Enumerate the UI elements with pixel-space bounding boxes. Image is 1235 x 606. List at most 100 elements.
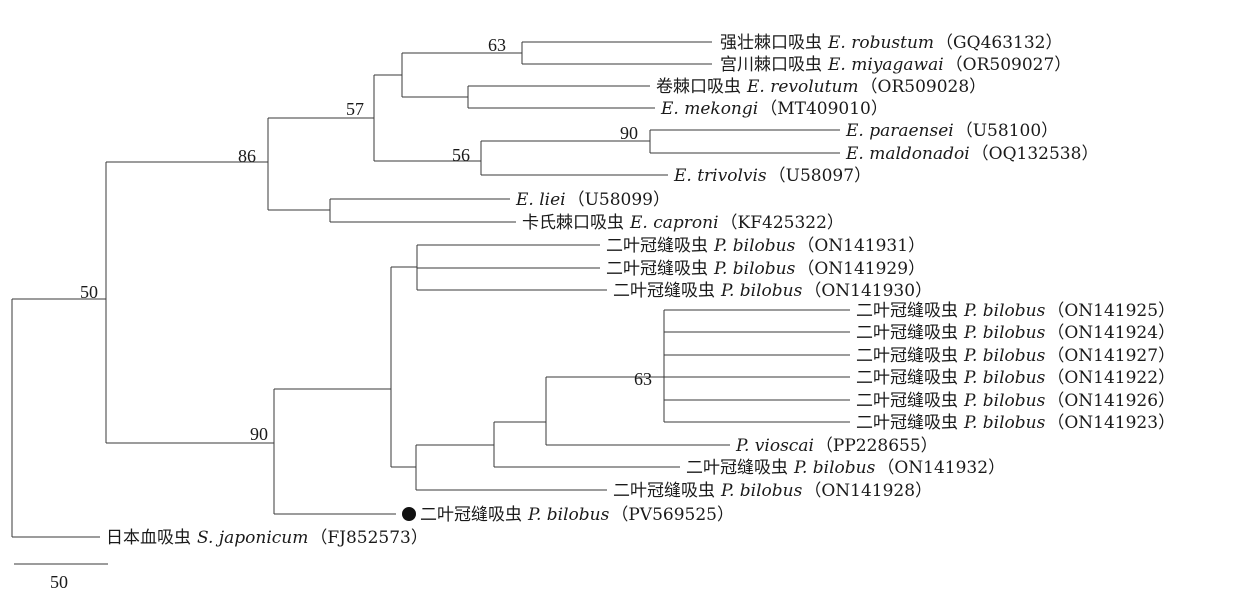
- taxon-chinese-name: 二叶冠缝吸虫: [613, 281, 715, 301]
- taxon-accession: （ON141924）: [1047, 323, 1175, 343]
- taxon-chinese-name: 二叶冠缝吸虫: [856, 391, 958, 411]
- taxon-accession: （U58097）: [769, 166, 871, 186]
- support-value: 63: [634, 369, 652, 389]
- taxon-species-name: P. bilobus: [793, 458, 876, 478]
- taxon-accession: （ON141922）: [1047, 368, 1175, 388]
- taxon-chinese-name: 强壮棘口吸虫: [720, 33, 822, 53]
- taxon-accession: （ON141923）: [1047, 413, 1175, 433]
- taxon-species-name: P. bilobus: [713, 236, 796, 256]
- taxon-species-name: E. revolutum: [746, 77, 859, 97]
- support-value: 63: [488, 35, 506, 55]
- taxon-accession: （U58100）: [956, 121, 1058, 141]
- taxon-species-name: P. bilobus: [527, 505, 610, 525]
- support-value: 90: [250, 424, 268, 444]
- taxon-species-name: P. bilobus: [963, 301, 1046, 321]
- taxon-species-name: P. bilobus: [963, 346, 1046, 366]
- taxon-species-name: E. miyagawai: [827, 55, 944, 75]
- taxon-accession: （FJ852573）: [310, 528, 428, 548]
- taxon-species-name: E. mekongi: [660, 99, 758, 119]
- support-value: 57: [346, 99, 364, 119]
- taxon-chinese-name: 日本血吸虫: [106, 528, 191, 548]
- taxon-species-name: P. bilobus: [720, 481, 803, 501]
- support-value: 90: [620, 123, 638, 143]
- taxon-chinese-name: 二叶冠缝吸虫: [606, 236, 708, 256]
- taxon-label: E. trivolvis（U58097）: [673, 166, 871, 186]
- filled-circle-icon: [402, 507, 416, 521]
- taxon-accession: （ON141925）: [1047, 301, 1175, 321]
- support-value: 50: [80, 282, 98, 302]
- taxon-chinese-name: 二叶冠缝吸虫: [856, 323, 958, 343]
- taxon-accession: （ON141927）: [1047, 346, 1175, 366]
- taxon-label: P. vioscai（PP228655）: [735, 436, 938, 456]
- taxon-species-name: P. vioscai: [735, 436, 814, 456]
- taxon-species-name: E. liei: [515, 190, 566, 210]
- taxon-chinese-name: 二叶冠缝吸虫: [686, 458, 788, 478]
- taxon-species-name: E. trivolvis: [673, 166, 767, 186]
- taxon-chinese-name: 二叶冠缝吸虫: [606, 259, 708, 279]
- taxon-accession: （MT409010）: [760, 99, 888, 119]
- taxon-chinese-name: 卷棘口吸虫: [656, 77, 741, 97]
- taxon-species-name: E. caproni: [629, 213, 719, 233]
- taxon-label: E. paraensei（U58100）: [845, 121, 1058, 141]
- taxon-species-name: E. robustum: [827, 33, 934, 53]
- taxon-chinese-name: 二叶冠缝吸虫: [613, 481, 715, 501]
- taxon-accession: （U58099）: [568, 190, 670, 210]
- taxon-accession: （ON141932）: [877, 458, 1005, 478]
- taxon-accession: （ON141929）: [797, 259, 925, 279]
- taxon-species-name: P. bilobus: [713, 259, 796, 279]
- support-value: 86: [238, 146, 256, 166]
- taxon-species-name: P. bilobus: [963, 413, 1046, 433]
- taxon-accession: （KF425322）: [721, 213, 844, 233]
- taxon-label: E. mekongi（MT409010）: [660, 99, 888, 119]
- taxon-accession: （ON141926）: [1047, 391, 1175, 411]
- taxon-accession: （PP228655）: [816, 436, 938, 456]
- taxon-chinese-name: 卡氏棘口吸虫: [522, 213, 624, 233]
- taxon-chinese-name: 二叶冠缝吸虫: [856, 346, 958, 366]
- taxon-species-name: S. japonicum: [197, 528, 308, 548]
- scale-bar-label: 50: [50, 572, 68, 592]
- taxon-label: 日本血吸虫 S. japonicum（FJ852573）: [106, 528, 428, 548]
- taxon-species-name: P. bilobus: [963, 323, 1046, 343]
- taxon-species-name: E. paraensei: [845, 121, 954, 141]
- taxon-label: E. liei（U58099）: [515, 190, 670, 210]
- tree-branches: [11, 41, 850, 565]
- taxon-species-name: P. bilobus: [963, 368, 1046, 388]
- taxon-accession: （OQ132538）: [972, 144, 1099, 164]
- taxon-chinese-name: 二叶冠缝吸虫: [856, 413, 958, 433]
- taxon-label: E. maldonadoi（OQ132538）: [845, 144, 1098, 164]
- taxon-chinese-name: 二叶冠缝吸虫: [420, 505, 522, 525]
- taxon-chinese-name: 二叶冠缝吸虫: [856, 301, 958, 321]
- taxon-accession: （GQ463132）: [936, 33, 1062, 53]
- taxon-accession: （PV569525）: [611, 505, 734, 525]
- taxon-species-name: P. bilobus: [963, 391, 1046, 411]
- taxon-chinese-name: 二叶冠缝吸虫: [856, 368, 958, 388]
- taxon-accession: （OR509028）: [861, 77, 987, 97]
- taxon-accession: （ON141931）: [797, 236, 925, 256]
- taxon-species-name: E. maldonadoi: [845, 144, 970, 164]
- support-values: 63 57 90 56 86 50 63 90: [80, 35, 652, 444]
- taxon-accession: （OR509027）: [946, 55, 1072, 75]
- taxon-accession: （ON141928）: [804, 481, 932, 501]
- taxon-species-name: P. bilobus: [720, 281, 803, 301]
- taxon-chinese-name: 宫川棘口吸虫: [720, 55, 822, 75]
- taxon-accession: （ON141930）: [804, 281, 932, 301]
- support-value: 56: [452, 145, 470, 165]
